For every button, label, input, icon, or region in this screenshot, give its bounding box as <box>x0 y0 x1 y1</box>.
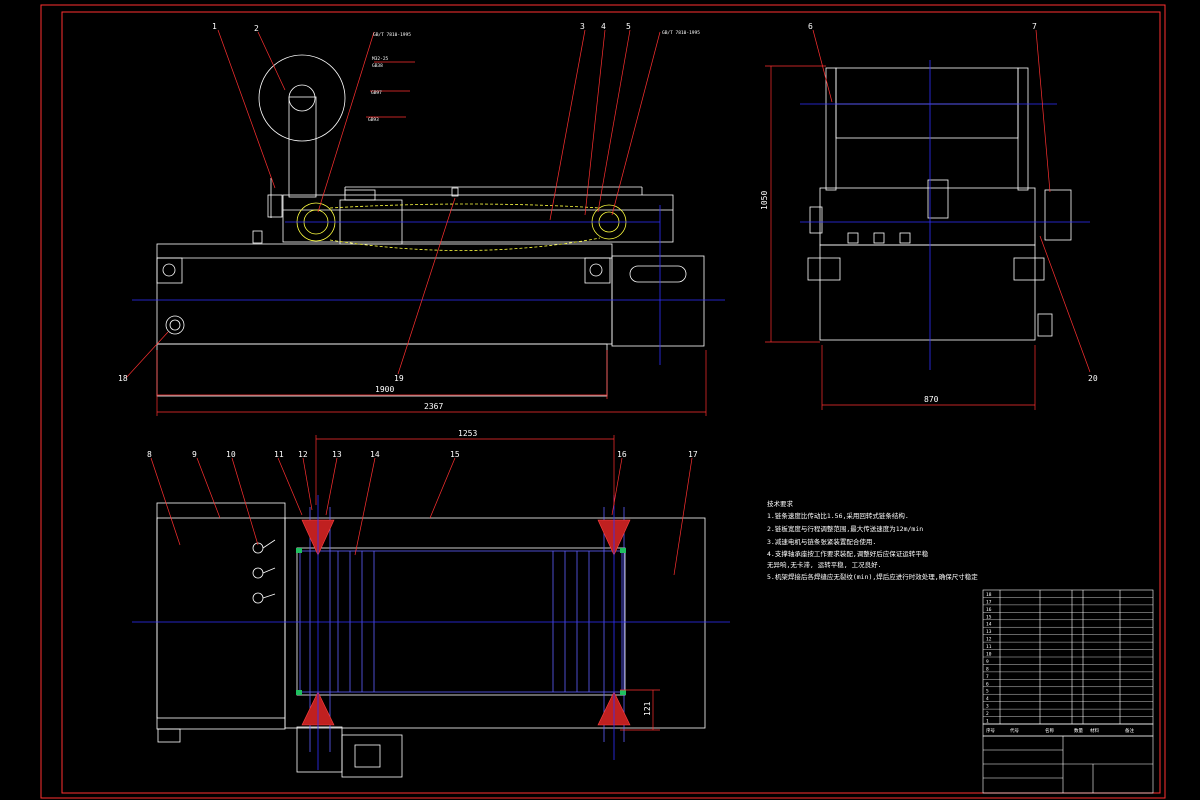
table-row-number: 12 <box>986 637 992 643</box>
title-block <box>982 589 1154 794</box>
inner-border <box>61 11 1161 794</box>
tech-note-6: 5.机架焊接后各焊缝应无裂纹(min),焊后应进行时效处理,确保尺寸稳定 <box>767 572 978 581</box>
tech-note-2: 2.链板宽度与行程调整范围,最大传送速度为12m/min <box>767 524 923 533</box>
front-view <box>156 54 705 397</box>
callout-16: 16 <box>617 450 627 459</box>
callout-11: 11 <box>274 450 284 459</box>
table-row-number: 9 <box>986 659 989 665</box>
table-row-number: 10 <box>986 652 992 658</box>
callout-8: 8 <box>147 450 152 459</box>
table-row-number: 18 <box>986 592 992 598</box>
callout-1: 1 <box>212 22 217 31</box>
callout-9: 9 <box>192 450 197 459</box>
callout-13: 13 <box>332 450 342 459</box>
title-block-header-cell: 代号 <box>1010 727 1019 734</box>
plan-accents <box>296 548 626 695</box>
callout-14: 14 <box>370 450 380 459</box>
dim-1900: 1900 <box>375 385 394 394</box>
side-view <box>807 67 1072 341</box>
dim-2367: 2367 <box>424 402 443 411</box>
dim-1050: 1050 <box>760 191 769 210</box>
tech-note-3: 3.减速电机与链条张紧装置配合使用. <box>767 537 876 546</box>
table-row-number: 16 <box>986 607 992 613</box>
callout-10: 10 <box>226 450 236 459</box>
title-block-header-cell: 备注 <box>1125 727 1134 734</box>
table-row-number: 6 <box>986 681 989 687</box>
table-row-number: 13 <box>986 629 992 635</box>
tech-notes-title: 技术要求 <box>767 499 794 508</box>
callout-5: 5 <box>626 22 631 31</box>
spec-note-2: M32-25 <box>372 56 389 62</box>
callout-4: 4 <box>601 22 606 31</box>
dim-121: 121 <box>643 701 652 716</box>
tech-notes: 技术要求 1.链条速度比传动比1.56,采用回转式链条结构. 2.链板宽度与行程… <box>767 499 978 581</box>
table-row-number: 1 <box>986 719 989 725</box>
table-row-number: 5 <box>986 689 989 695</box>
table-row-number: 15 <box>986 614 992 620</box>
title-block-header-cell: 序号 <box>986 727 995 734</box>
title-block-header-cell: 数量 <box>1074 727 1083 734</box>
dim-870: 870 <box>924 395 939 404</box>
callout-20: 20 <box>1088 374 1098 383</box>
table-row-number: 4 <box>986 696 989 702</box>
callout-19: 19 <box>394 374 404 383</box>
callout-2: 2 <box>254 24 259 33</box>
plan-view <box>156 502 706 778</box>
table-row-number: 3 <box>986 704 989 710</box>
callout-18: 18 <box>118 374 128 383</box>
front-centerlines <box>132 205 725 365</box>
callout-17: 17 <box>688 450 698 459</box>
dim-1253: 1253 <box>458 429 477 438</box>
table-row-number: 17 <box>986 599 992 605</box>
spec-note-right: GB/T 7810-1995 <box>662 30 700 36</box>
spec-note-1: GB/T 7810-1995 <box>373 32 411 38</box>
callout-6: 6 <box>808 22 813 31</box>
side-dimensions <box>765 29 1091 410</box>
title-block-header-cell: 材料 <box>1090 727 1099 734</box>
table-row-number: 14 <box>986 622 992 628</box>
front-dimensions <box>156 350 707 416</box>
callout-7: 7 <box>1032 22 1037 31</box>
spec-note-3: GB38 <box>372 63 383 69</box>
table-row-number: 2 <box>986 711 989 717</box>
title-block-header-cell: 名称 <box>1045 727 1054 734</box>
tech-note-1: 1.链条速度比传动比1.56,采用回转式链条结构. <box>767 511 909 520</box>
callout-3: 3 <box>580 22 585 31</box>
plan-centerlines <box>132 495 730 770</box>
plan-dimensions <box>150 435 693 731</box>
side-centerlines <box>800 60 1090 370</box>
tech-note-5: 无异响,无卡滞, 运转平稳, 工况良好. <box>767 560 881 569</box>
plan-rails <box>299 507 625 752</box>
spec-note-4: GB97 <box>371 90 382 96</box>
callout-12: 12 <box>298 450 308 459</box>
front-leaders <box>125 29 661 379</box>
tech-note-4: 4.支撑轴承座按工作要求装配,调整好后应保证运转平稳 <box>767 549 929 558</box>
callout-15: 15 <box>450 450 460 459</box>
table-row-number: 7 <box>986 674 989 680</box>
table-row-number: 11 <box>986 644 992 650</box>
table-row-number: 8 <box>986 666 989 672</box>
title-block-footer: 序号 代号 名称 数量材料 备注 <box>986 727 1134 734</box>
spec-note-5: GB93 <box>368 117 379 123</box>
outer-border <box>40 4 1166 799</box>
